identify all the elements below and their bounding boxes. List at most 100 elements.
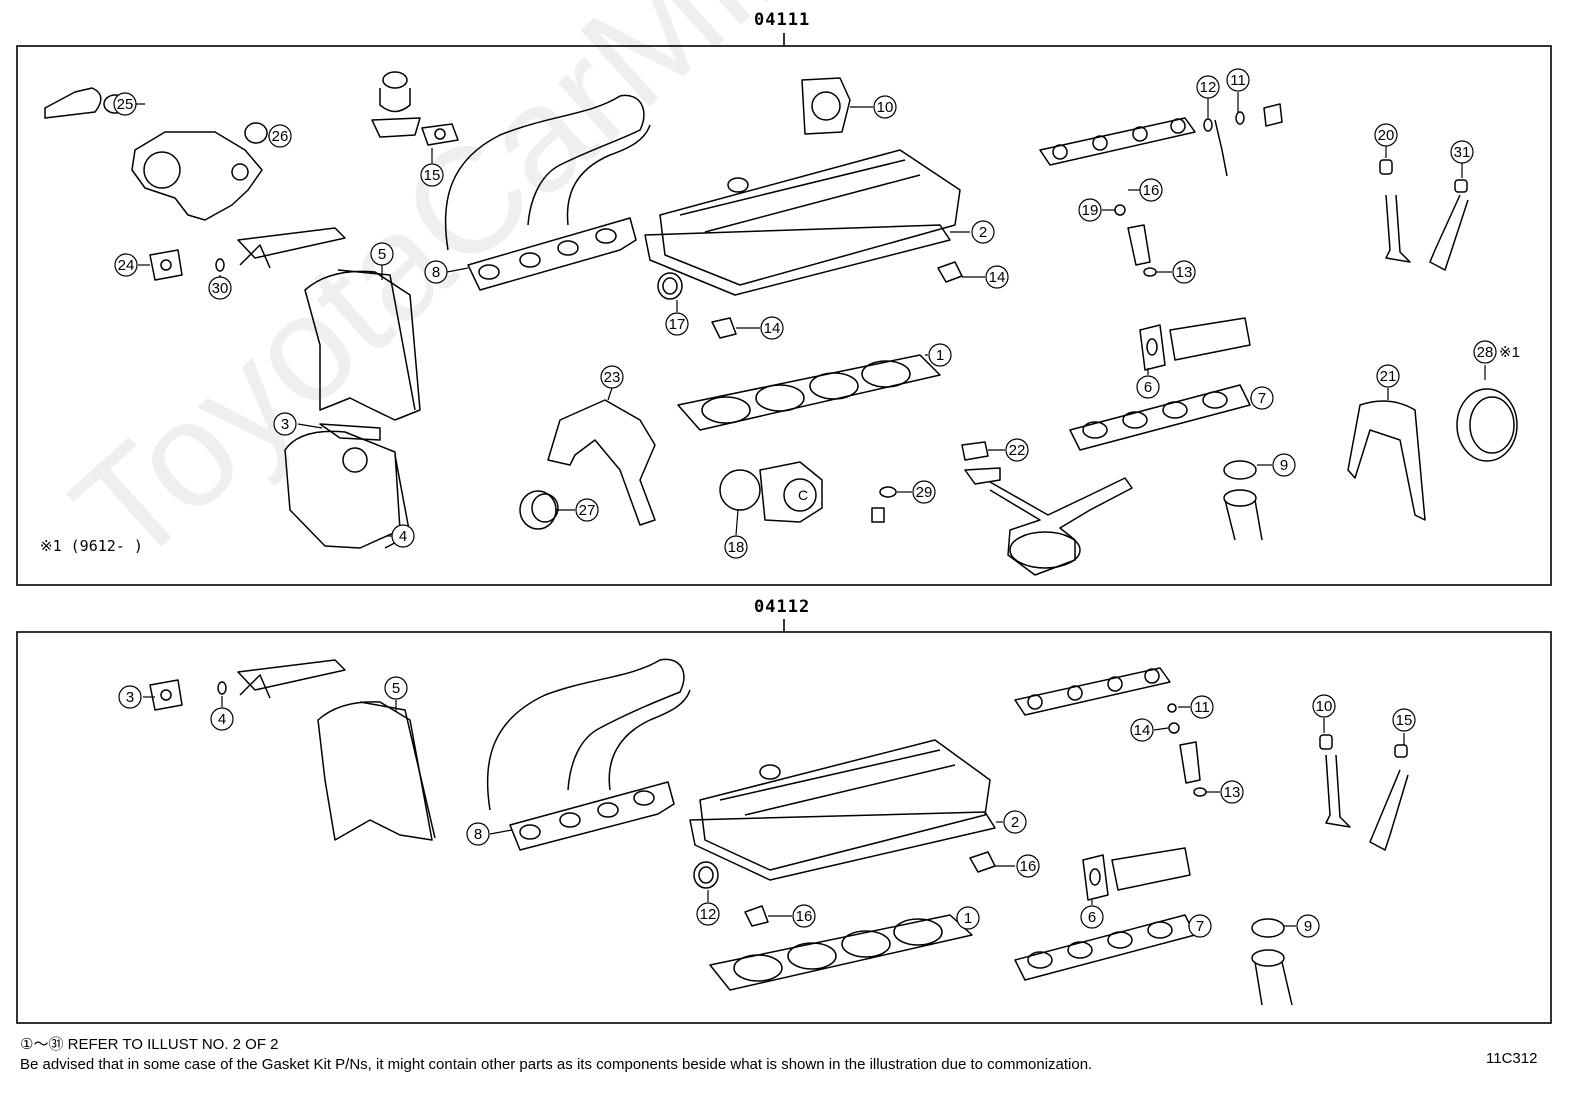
- callout-circle: [696, 902, 720, 926]
- callout-circle: [665, 312, 689, 336]
- callout-number: 7: [1258, 390, 1266, 407]
- fuel-rail-part-2: [1014, 667, 1177, 716]
- timing-cover-part: [284, 269, 421, 549]
- exhaust-pipe-part-2: [149, 659, 346, 711]
- callout-number: 11: [1230, 72, 1246, 89]
- callout-number: 3: [126, 689, 134, 706]
- callout-number: 26: [272, 128, 289, 145]
- valve-part-2: [1319, 734, 1409, 851]
- seal-retainer-part: [1347, 400, 1426, 521]
- plug-seal-part: [711, 261, 963, 339]
- callout-number: 9: [1304, 918, 1312, 935]
- callout-number: 25: [117, 96, 134, 113]
- callout-circle: [391, 524, 415, 548]
- callout-circle: [1196, 75, 1220, 99]
- rear-seal-part: [1456, 388, 1518, 462]
- callout-number: 9: [1280, 457, 1288, 474]
- callout-circle: [208, 276, 232, 300]
- callout-circle: [384, 676, 408, 700]
- drain-plug-part: [871, 486, 897, 523]
- callout-circle: [1312, 694, 1336, 718]
- callout-number: 14: [764, 320, 781, 337]
- callout-number: 4: [399, 528, 407, 545]
- callout-circle: [273, 412, 297, 436]
- exhaust-ring-part: [1223, 460, 1263, 541]
- callout-number: 15: [424, 167, 441, 184]
- callout-circle: [1450, 140, 1474, 164]
- callout-circle: [1392, 708, 1416, 732]
- panel-code-04112: 04112: [754, 597, 811, 617]
- gasket-kit-disclaimer: Be advised that in some case of the Gask…: [20, 1056, 1093, 1073]
- exhaust-pipe-part: [149, 227, 346, 281]
- callout-circle: [1078, 198, 1102, 222]
- callout-number: 6: [1144, 379, 1152, 396]
- callout-circle: [1016, 854, 1040, 878]
- exhaust-gasket-part-2: [1014, 847, 1196, 981]
- callout-circle: [466, 822, 490, 846]
- egr-valve-part: [371, 71, 459, 146]
- callout-circle: [575, 498, 599, 522]
- callout-number: 11: [1194, 699, 1210, 716]
- callout-circle: [985, 265, 1009, 289]
- callout-circle: [1374, 123, 1398, 147]
- callout-number: 28: [1477, 344, 1494, 361]
- intake-gasket-part: [467, 217, 637, 291]
- panel-frame-04111: [16, 33, 1552, 586]
- callout-circle: [1272, 453, 1296, 477]
- svg-text:C: C: [798, 487, 808, 503]
- leader-lines-04111: [125, 92, 1486, 537]
- callout-circle: [912, 480, 936, 504]
- callout-circle: [792, 904, 816, 928]
- head-cover-part-2: [689, 739, 996, 881]
- callout-number: 1: [964, 910, 972, 927]
- callout-circle: [210, 707, 234, 731]
- callout-number: 31: [1454, 144, 1471, 161]
- head-gasket-part-2: [709, 914, 973, 991]
- callout-number: 6: [1088, 909, 1096, 926]
- intake-manifold-part: [444, 94, 651, 251]
- callout-number: 16: [796, 908, 813, 925]
- callout-number: 21: [1380, 368, 1397, 385]
- callout-number: 22: [1009, 442, 1026, 459]
- callout-number: 13: [1224, 784, 1241, 801]
- callout-number: 23: [604, 369, 621, 386]
- callout-number: 10: [877, 99, 894, 116]
- callout-number: 5: [378, 246, 386, 263]
- callout-number: 2: [979, 224, 987, 241]
- callout-circle: [1172, 260, 1196, 284]
- callout-circle: [1473, 340, 1497, 364]
- callout-circle: [724, 535, 748, 559]
- callout-circle: [420, 163, 444, 187]
- panel-code-04111: 04111: [754, 10, 811, 30]
- callout-number: 2: [1011, 814, 1019, 831]
- callout-number: 15: [1396, 712, 1413, 729]
- callout-number: 17: [669, 316, 686, 333]
- callout-circle: [1130, 718, 1154, 742]
- callout-circle: [760, 316, 784, 340]
- illustration-code: 11C312: [1486, 1050, 1538, 1067]
- callout-number: 8: [432, 264, 440, 281]
- callout-circle: [113, 92, 137, 116]
- callout-number: 19: [1082, 202, 1099, 219]
- callout-circle: [1250, 386, 1274, 410]
- intake-manifold-part-2: [486, 658, 691, 811]
- panel-frame-04112: [16, 619, 1552, 1024]
- callout-circle: [1005, 438, 1029, 462]
- callout-number: 14: [989, 269, 1006, 286]
- callout-circle: [118, 685, 142, 709]
- callout-number: 30: [212, 280, 229, 297]
- callout-circle: [424, 260, 448, 284]
- callout-number: 13: [1176, 264, 1193, 281]
- callout-circle: [1139, 178, 1163, 202]
- callout-number: 1: [936, 347, 944, 364]
- oil-pump-gasket-part: [547, 399, 656, 526]
- callout-circle: [1188, 914, 1212, 938]
- callout-circle: [114, 253, 138, 277]
- callout-number: 10: [1316, 698, 1333, 715]
- leader-lines-04112: [143, 696, 1405, 927]
- callout-circle: [1226, 68, 1250, 92]
- oil-seal-part-2: [693, 861, 719, 889]
- valve-part: [1379, 159, 1469, 271]
